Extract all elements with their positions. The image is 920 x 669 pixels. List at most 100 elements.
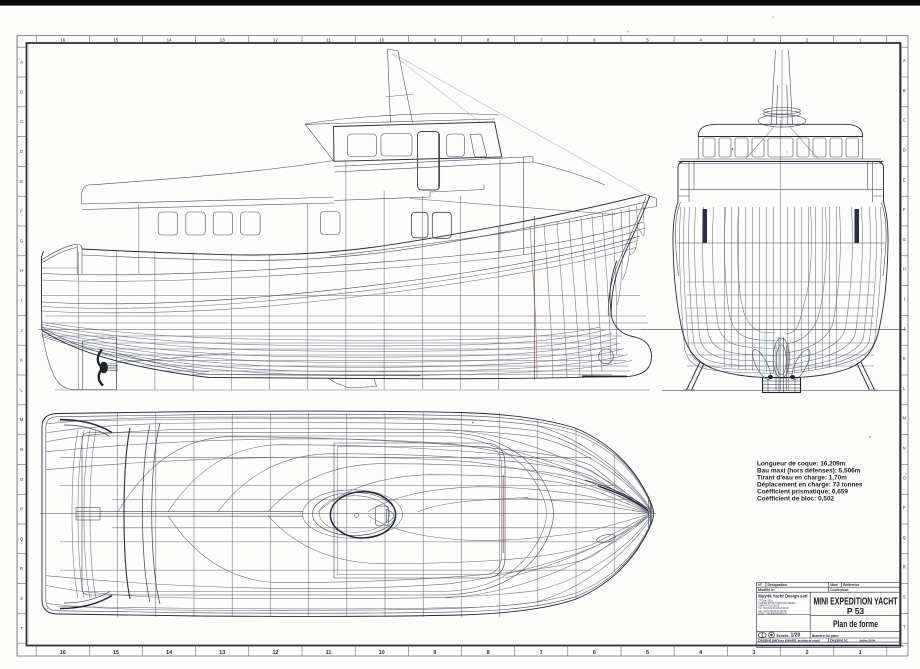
svg-text:H: H: [903, 267, 906, 272]
svg-text:Tirant d'eau en charge: 1,70m: Tirant d'eau en charge: 1,70m: [757, 475, 847, 482]
svg-text:15: 15: [113, 38, 119, 43]
svg-text:Référence: Référence: [843, 583, 860, 587]
svg-text:6: 6: [593, 38, 596, 43]
svg-text:P: P: [903, 505, 906, 510]
svg-text:S: S: [903, 595, 906, 600]
svg-text:J: J: [20, 328, 22, 333]
svg-text:C: C: [20, 119, 23, 124]
svg-text:T: T: [903, 624, 906, 629]
svg-text:Coéfficient de bloc: 0,502: Coéfficient de bloc: 0,502: [757, 496, 835, 503]
svg-text:5: 5: [646, 38, 649, 43]
svg-text:F-83980 MYD57 MARITIM CEDEX: F-83980 MYD57 MARITIM CEDEX: [758, 602, 796, 605]
svg-text:Dessiné par:: Dessiné par:: [758, 639, 778, 643]
svg-text:P 53: P 53: [847, 606, 865, 616]
svg-text:O: O: [903, 475, 907, 480]
svg-text:R: R: [20, 566, 23, 571]
svg-text:Q: Q: [20, 536, 24, 541]
svg-text:Dessiné le:: Dessiné le:: [830, 639, 848, 643]
svg-text:B: B: [903, 88, 906, 93]
svg-text:Echelle:: Echelle:: [777, 634, 790, 638]
svg-text:D: D: [903, 148, 906, 153]
svg-text:Nbre: Nbre: [830, 583, 838, 587]
svg-text:S: S: [20, 596, 23, 601]
svg-text:8: 8: [487, 38, 490, 43]
svg-text:1: 1: [859, 38, 862, 43]
svg-text:B: B: [20, 89, 23, 94]
svg-text:A: A: [20, 60, 23, 65]
svg-text:1: 1: [859, 650, 862, 656]
svg-text:15: 15: [113, 650, 119, 656]
svg-text:Mayrik Yacht Design sarl: Mayrik Yacht Design sarl: [758, 594, 807, 599]
svg-text:H: H: [20, 268, 23, 273]
svg-text:Fax: 00.33.00.00.01.00.00: Fax: 00.33.00.00.01.00.00: [758, 610, 787, 613]
svg-text:Modifié le:: Modifié le:: [758, 588, 775, 592]
svg-text:Tél: 00.33.00.00.00.00.00.00: Tél: 00.33.00.00.00.00.00.00: [758, 607, 789, 610]
svg-text:14: 14: [167, 38, 173, 43]
svg-text:L: L: [903, 386, 906, 391]
svg-text:14: 14: [166, 650, 173, 656]
svg-text:27 Quai 3301: 27 Quai 3301: [758, 599, 773, 602]
svg-text:2: 2: [806, 38, 809, 43]
svg-text:D: D: [20, 149, 23, 154]
svg-text:10: 10: [379, 650, 385, 656]
svg-text:Email: mayrik@wanadoo.fr: Email: mayrik@wanadoo.fr: [758, 612, 787, 615]
svg-text:E: E: [903, 177, 906, 182]
svg-text:9: 9: [433, 650, 436, 656]
svg-text:A: A: [903, 58, 906, 63]
svg-text:L: L: [20, 387, 23, 392]
svg-text:MINI EXPEDITION YACHT: MINI EXPEDITION YACHT: [814, 597, 899, 608]
svg-text:3: 3: [753, 38, 756, 43]
svg-text:Reproduction interdite. Tous d: Reproduction interdite. Tous droits rése…: [758, 643, 904, 647]
svg-text:R: R: [903, 565, 906, 570]
svg-text:13: 13: [220, 38, 226, 43]
svg-text:Plan de forme: Plan de forme: [833, 619, 878, 629]
svg-text:1/20: 1/20: [791, 633, 801, 639]
svg-text:N°: N°: [758, 583, 762, 587]
svg-text:Numéro du plan:: Numéro du plan:: [812, 634, 839, 638]
svg-text:M: M: [20, 417, 24, 422]
svg-text:K: K: [903, 356, 906, 361]
svg-text:G: G: [20, 238, 23, 243]
svg-text:10: 10: [379, 38, 385, 43]
svg-text:4: 4: [699, 38, 702, 43]
svg-text:F: F: [903, 207, 906, 212]
svg-text:N: N: [20, 447, 23, 452]
svg-text:13: 13: [219, 650, 225, 656]
svg-text:I: I: [21, 298, 22, 303]
svg-text:G: G: [903, 237, 906, 242]
svg-text:Longueur de coque: 16,209m: Longueur de coque: 16,209m: [757, 461, 846, 468]
svg-text:Bau maxi (hors défenses): 5,50: Bau maxi (hors défenses): 5,506m: [757, 468, 861, 475]
svg-text:2: 2: [805, 650, 808, 656]
svg-text:M: M: [903, 416, 907, 421]
svg-text:4: 4: [699, 650, 703, 656]
svg-text:Yves KINARD, architecte naval: Yves KINARD, architecte naval: [778, 638, 820, 642]
svg-text:7: 7: [540, 38, 543, 43]
svg-text:16: 16: [60, 650, 66, 656]
svg-text:Coéfficient prismatique: 0,659: Coéfficient prismatique: 0,659: [757, 489, 848, 496]
svg-text:N: N: [903, 446, 906, 451]
svg-text:3: 3: [752, 650, 755, 656]
svg-text:Juillet 2004: Juillet 2004: [859, 638, 876, 642]
svg-text:K: K: [20, 358, 23, 363]
svg-text:I: I: [904, 297, 905, 302]
svg-text:5: 5: [646, 650, 649, 656]
svg-text:12: 12: [272, 650, 278, 656]
svg-text:8: 8: [487, 650, 490, 656]
svg-text:Désignation: Désignation: [768, 583, 787, 587]
svg-text:6: 6: [593, 650, 596, 656]
svg-text:Déplacement en charge: 73 tonn: Déplacement en charge: 73 tonnes: [757, 482, 863, 489]
svg-text:ADRIA TOULONNE: ADRIA TOULONNE: [758, 605, 779, 608]
svg-text:7: 7: [540, 650, 543, 656]
svg-text:9: 9: [434, 38, 437, 43]
svg-text:E: E: [20, 179, 23, 184]
svg-text:11: 11: [326, 38, 331, 43]
svg-text:P: P: [20, 507, 23, 512]
svg-text:T: T: [20, 626, 23, 631]
svg-text:12: 12: [273, 38, 279, 43]
svg-text:16: 16: [60, 38, 66, 43]
svg-text:11: 11: [326, 650, 332, 656]
svg-text:Coule pour:: Coule pour:: [830, 588, 849, 592]
svg-text:Q: Q: [903, 535, 907, 540]
svg-text:O: O: [20, 477, 24, 482]
svg-text:F: F: [20, 209, 23, 214]
